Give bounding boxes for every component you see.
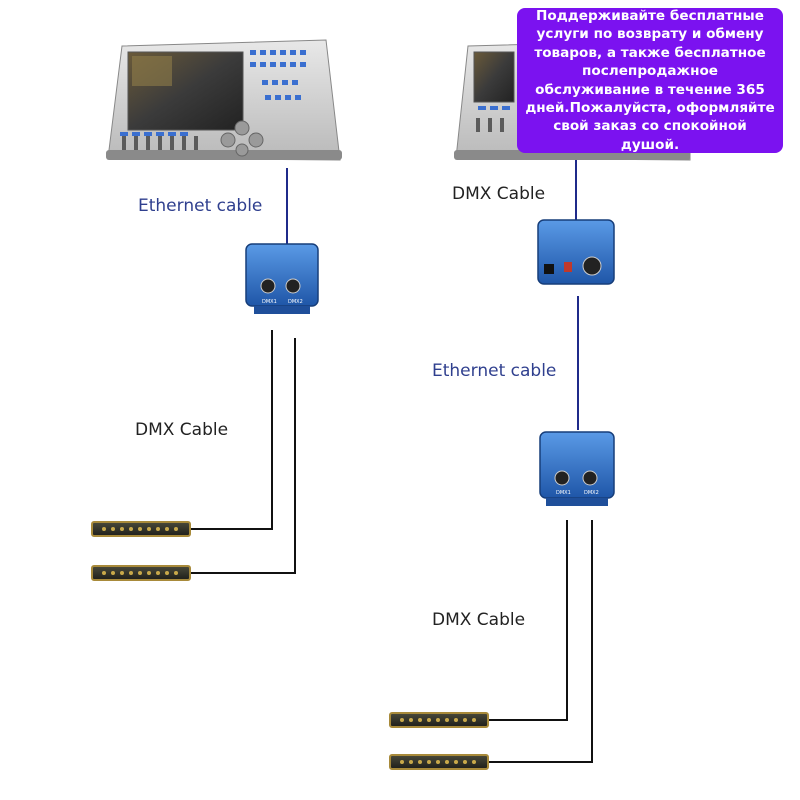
dmx-label-left: DMX Cable xyxy=(135,420,229,440)
ethernet-label-right: Ethernet cable xyxy=(432,361,557,381)
dmx-splitter-right-1 xyxy=(389,712,489,728)
node-right-port2-label: DMX2 xyxy=(584,490,599,496)
lighting-console-left xyxy=(106,39,342,161)
ethernet-label-left: Ethernet cable xyxy=(138,196,263,216)
dmx-splitter-right-2 xyxy=(389,754,489,770)
dmx-cables-right xyxy=(488,520,593,763)
promo-banner: Поддерживайте бесплатные услуги по возвр… xyxy=(517,8,783,153)
dmx-label-right-bottom: DMX Cable xyxy=(432,610,526,630)
dmx-splitter-left-2 xyxy=(91,565,191,581)
node-left-port1-label: DMX1 xyxy=(262,299,277,305)
dmx-cables-left xyxy=(190,330,296,574)
node-right-port1-label: DMX1 xyxy=(556,490,571,496)
dmx-splitter-left-1 xyxy=(91,521,191,537)
dmx-controller-right xyxy=(537,219,615,285)
dmx-node-left: DMX1 DMX2 xyxy=(245,243,319,314)
dmx-node-right: DMX1 DMX2 xyxy=(539,431,615,506)
promo-text: Поддерживайте бесплатные услуги по возвр… xyxy=(525,7,775,153)
node-left-port2-label: DMX2 xyxy=(288,299,303,305)
dmx-label-right-top: DMX Cable xyxy=(452,184,546,204)
